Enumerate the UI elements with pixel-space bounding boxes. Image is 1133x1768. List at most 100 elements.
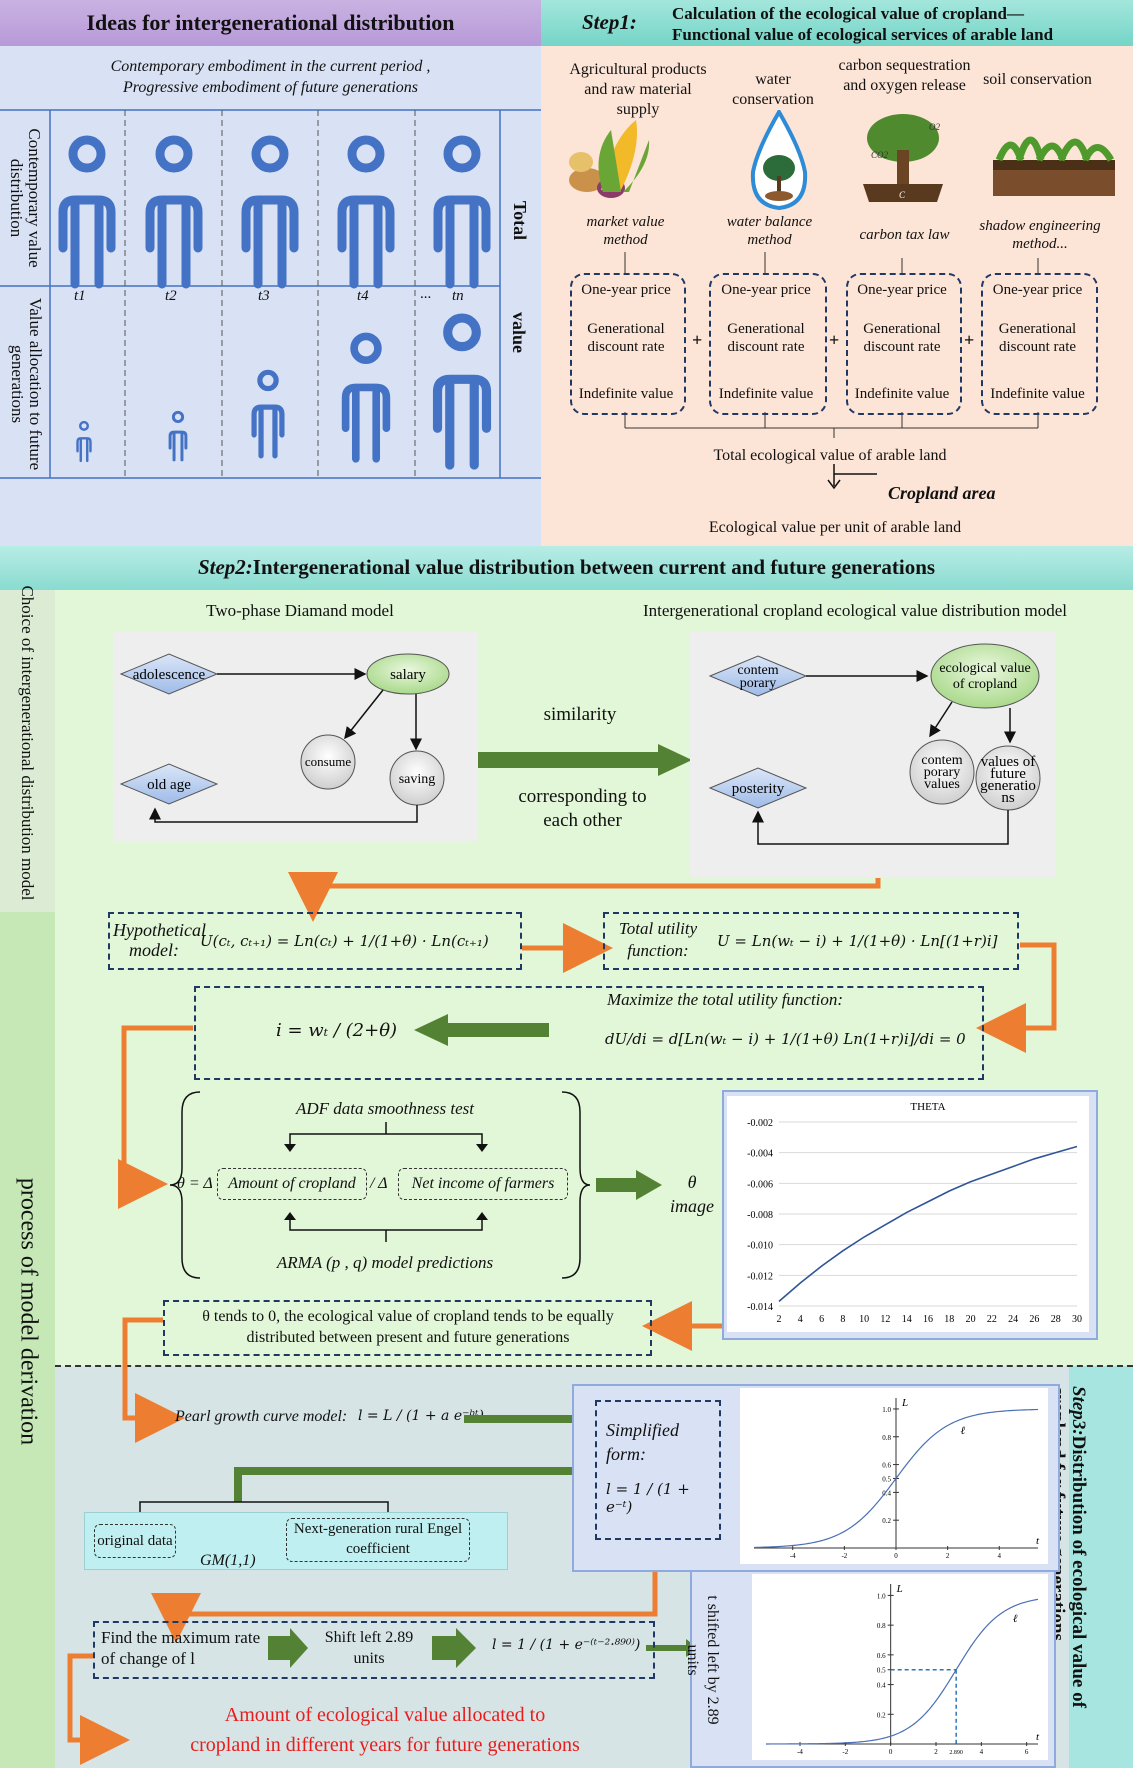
y-tick-label: -0.004 [747,1149,773,1160]
find-max-box [93,1621,655,1679]
x-tick-label: 20 [966,1314,976,1325]
time-label-t3: t3 [258,288,270,304]
left-panel-title: Ideas for intergenerational distribution [86,10,455,35]
step1-connectors [624,252,1039,490]
conclusion-text: θ tends to 0, the ecological value of cr… [202,1308,614,1346]
braces [170,1091,590,1279]
method-water: water balance method [726,214,813,248]
step2-prefix: Step2: [197,555,253,579]
valuation-item: One-year price [581,282,671,298]
x-tick-label: 24 [1008,1314,1018,1325]
y-tick-label: 0.2 [877,1711,886,1719]
node-future-values-1: values of [981,754,1036,770]
green-arrow-left [414,1014,549,1046]
green-arrow-theta [596,1170,662,1200]
theta-prefix: θ = Δ [177,1175,213,1192]
node-contemp-values-2: porary [924,765,961,780]
method-agri: market value method [586,214,665,248]
x-tick-label: 6 [1025,1748,1029,1756]
step2-title-text: Intergenerational value distribution bet… [252,555,936,579]
total-utility-box [603,912,1019,970]
time-label-t4: t4 [357,288,369,304]
special-tick-label: 2.890 [949,1750,963,1756]
original-data-box: original data [94,1524,176,1558]
x-tick-label: 14 [902,1314,912,1325]
side-band-top [0,590,55,912]
x-tick-label: -2 [842,1748,848,1756]
node-consume: consume [305,754,351,769]
i-formula: i = wₜ / (2+θ) [276,1020,398,1041]
service-name-agri: Agricultural products and raw material s… [569,61,707,118]
pearl-formula: l = L / (1 + a e⁻ᵇᵗ) [358,1408,485,1424]
step1-title-1: Calculation of the ecological value of c… [672,4,1024,23]
y-tick-label: 0.4 [877,1682,886,1690]
x-tick-label: 2 [934,1748,938,1756]
valuation-item: One-year price [992,282,1083,298]
valuation-item: Indefinite value [990,386,1085,402]
node-contemporary-1: contem [737,663,778,678]
x-tick-label: 26 [1029,1314,1039,1325]
y-tick-label: 0.5 [877,1667,886,1675]
o2-label: O2 [929,122,940,132]
co2-label: CO2 [871,150,889,160]
simplified-formula: l = 1 / (1 + e⁻ᵗ) [606,1480,690,1516]
y-tick-label: 0.6 [882,1462,891,1470]
node-eco-value-2: of cropland [953,677,1017,692]
x-tick-label: 22 [987,1314,997,1325]
valuation-item: One-year price [857,282,947,298]
plus-1: + [692,330,703,350]
amount-cropland-box: Amount of cropland [217,1168,367,1200]
step1-title-2: Functional value of ecological services … [672,25,1054,44]
adf-test: ADF data smoothness test [295,1099,475,1118]
y-tick-label: -0.008 [747,1210,773,1221]
node-contemp-values-1: contem [921,753,962,768]
left-title-bar [0,0,541,46]
step3-side-band [1069,1366,1133,1768]
logistic-curve [753,1408,1039,1549]
similarity-arrow [478,744,692,776]
valuation-item: Generational discount rate [998,321,1077,355]
generations-figure-grid [0,109,541,479]
net-income-box: Net income of farmers [398,1168,568,1200]
tree-co2-icon: CO2 O2 C [863,114,943,202]
diamond-model-diagram: adolescence salary consume saving old ag… [113,632,478,842]
diamond-model-title: Two-phase Diamand model [206,601,394,620]
slash-delta: / Δ [370,1175,388,1192]
y-axis-label: L [901,1397,908,1409]
total-ecological-value: Total ecological value of arable land [713,447,947,464]
node-saving: saving [399,772,436,787]
y-tick-label: -0.002 [747,1118,773,1129]
ellipsis: ... [420,286,432,302]
similarity-label: similarity [543,704,617,725]
y-tick-label: 0.4 [882,1489,891,1497]
x-tick-label: 30 [1072,1314,1082,1325]
cropland-area: Cropland area [888,483,996,503]
theta-image-label: θ image [670,1172,714,1216]
logistic-curve [765,1598,1039,1745]
find-max-text: Find the maximum rate of change of l [101,1628,261,1668]
step1-title-bar [541,0,1133,46]
conclusion-box [163,1300,652,1356]
x-tick-label: 0 [889,1748,893,1756]
x-tick-label: 12 [880,1314,890,1325]
hypothetical-formula: U(cₜ, cₜ₊₁) = Ln(cₜ) + 1/(1+θ) · Ln(cₜ₊₁… [200,932,489,950]
derivative-formula: dU/di = d[Ln(wₜ − i) + 1/(1+θ) Ln(1+r)i]… [605,1030,966,1048]
y-tick-label: 1.0 [877,1592,886,1600]
node-old-age: old age [147,777,191,793]
gm-label: GM(1,1) [200,1552,256,1569]
x-tick-label: 16 [923,1314,933,1325]
node-future-values-2: future [990,766,1026,782]
chart-background [740,1388,1048,1564]
x-tick-label: 6 [819,1314,824,1325]
curve-label: ℓ [961,1425,966,1437]
total-utility-label: Total utility function: [618,919,698,960]
x-axis-label: t [1036,1731,1040,1743]
chart-title: THETA [910,1101,945,1113]
valuation-item: Indefinite value [718,386,814,402]
y-tick-label: -0.006 [747,1179,773,1190]
total-utility-formula: U = Ln(wₜ − i) + 1/(1+θ) · Ln[(1+r)i] [717,932,998,950]
time-label-t1: t1 [74,288,86,304]
eco-model-diagram: contem porary ecological value of cropla… [690,632,1056,877]
y-tick-label: 0.6 [877,1652,886,1660]
node-contemporary-2: porary [740,676,777,691]
